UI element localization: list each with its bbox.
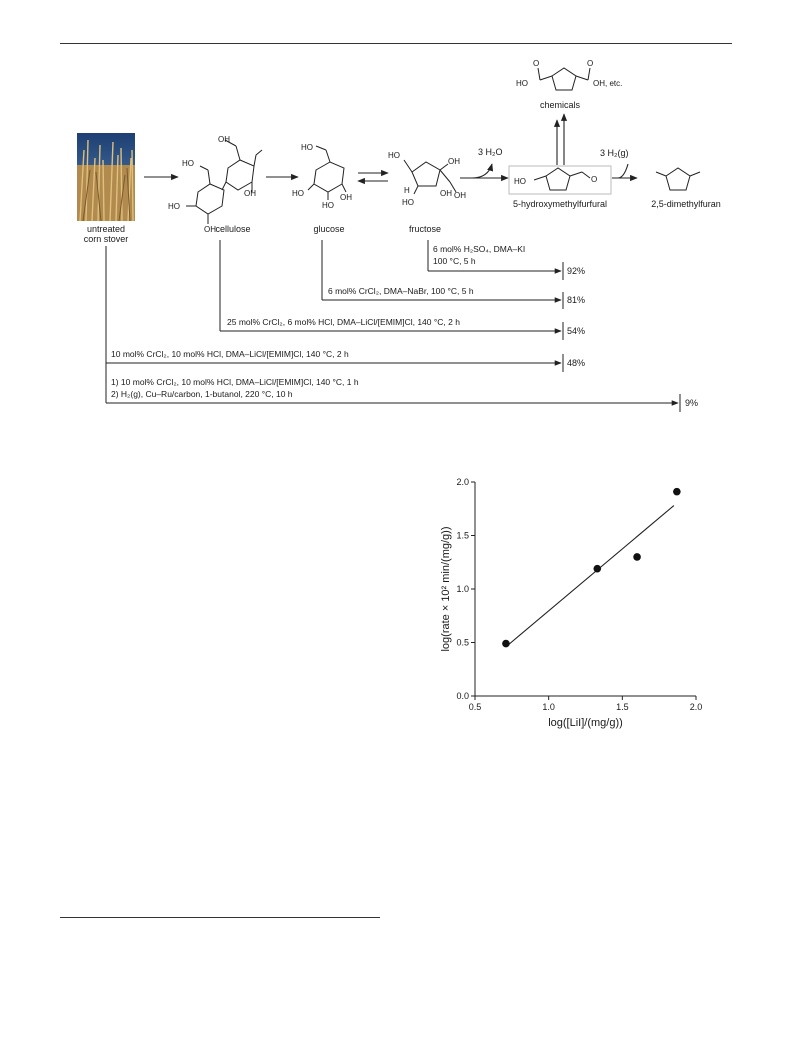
photo-caption-line2: corn stover <box>84 234 129 244</box>
linear-fit-line <box>505 505 675 648</box>
hmf-ho: HO <box>514 177 526 186</box>
yield-1: 92% <box>567 266 585 276</box>
y-tick-label: 1.0 <box>456 584 469 594</box>
x-tick-label: 2.0 <box>690 702 703 712</box>
condition-2-line1: 6 mol% CrCl₂, DMA–NaBr, 100 °C, 5 h <box>328 286 474 296</box>
fructose-ho-top: HO <box>388 151 400 160</box>
x-tick-label: 0.5 <box>469 702 482 712</box>
data-point <box>593 564 602 573</box>
fructose-oh-3: OH <box>454 191 466 200</box>
fructose-ho-bottom: HO <box>402 198 414 207</box>
fdca-o-left: O <box>533 59 539 68</box>
condition-5-line1: 1) 10 mol% CrCl₂, 10 mol% HCl, DMA–LiCl/… <box>111 377 359 387</box>
yield-3: 54% <box>567 326 585 336</box>
y-tick-label: 0.0 <box>456 691 469 701</box>
cellulose-oh-2: OH <box>244 189 256 198</box>
label-hydrogen: 3 H₂(g) <box>600 148 629 158</box>
fructose-oh-1: OH <box>448 157 460 166</box>
plot-axis-frame <box>474 482 696 697</box>
data-point <box>673 487 681 496</box>
route-lines <box>105 240 681 412</box>
yield-5: 9% <box>685 398 698 408</box>
footnote-rule <box>60 917 380 918</box>
y-axis-label: log(rate × 10² min/(mg/g)) <box>440 526 452 651</box>
header-rule <box>60 43 732 44</box>
x-tick-label: 1.0 <box>542 702 555 712</box>
reaction-scheme: untreated corn stover OH OH HO HO OH cel… <box>77 59 721 412</box>
condition-3-line1: 25 mol% CrCl₂, 6 mol% HCl, DMA–LiCl/[EMI… <box>227 317 460 327</box>
label-cellulose: cellulose <box>215 224 250 234</box>
hmf-box <box>508 165 612 195</box>
fructose-oh-2: OH <box>440 189 452 198</box>
cellulose-oh-3: OH <box>204 225 216 234</box>
glucose-ho-left: HO <box>292 189 304 198</box>
label-dmf: 2,5-dimethylfuran <box>651 199 721 209</box>
cellulose-structure <box>186 139 263 224</box>
y-tick-label: 1.5 <box>456 531 469 541</box>
cellulose-ho-2: HO <box>168 202 180 211</box>
glucose-ho-top: HO <box>301 143 313 152</box>
glucose-structure <box>307 145 347 200</box>
label-glucose: glucose <box>313 224 344 234</box>
fdca-ho: HO <box>516 79 528 88</box>
plot-axes <box>474 482 696 697</box>
condition-4-line1: 10 mol% CrCl₂, 10 mol% HCl, DMA–LiCl/[EM… <box>111 349 349 359</box>
condition-1-line2: 100 °C, 5 h <box>433 256 476 266</box>
condition-5-line2: 2) H₂(g), Cu–Ru/carbon, 1-butanol, 220 °… <box>111 389 293 399</box>
hmf-structure <box>533 167 591 191</box>
cellulose-ho-1: HO <box>182 159 194 168</box>
glucose-oh-right: OH <box>340 193 352 202</box>
plot-fit-line <box>505 505 675 648</box>
data-point <box>633 553 641 561</box>
x-tick-label: 1.5 <box>616 702 629 712</box>
fructose-h: H <box>404 186 410 195</box>
hmf-o: O <box>591 175 597 184</box>
fdca-structure <box>537 67 591 91</box>
data-point <box>502 639 510 648</box>
x-axis-label: log([LiI]/(mg/g)) <box>548 717 623 729</box>
yield-4: 48% <box>567 358 585 368</box>
fdca-oh-etc: OH, etc. <box>593 79 622 88</box>
label-hmf: 5-hydroxymethylfurfural <box>513 199 607 209</box>
label-fructose: fructose <box>409 224 441 234</box>
arrow-hydrogen <box>617 163 629 179</box>
y-tick-label: 0.5 <box>456 638 469 648</box>
label-chemicals: chemicals <box>540 100 581 110</box>
fdca-o-right: O <box>587 59 593 68</box>
cellulose-oh-1: OH <box>218 135 230 144</box>
glucose-ho-bottom: HO <box>322 201 334 210</box>
dmf-structure <box>655 167 701 191</box>
photo-caption-line1: untreated <box>87 224 125 234</box>
corn-stover-photo <box>77 133 135 222</box>
fructose-structure <box>403 159 457 195</box>
label-water-loss: 3 H₂O <box>478 147 503 157</box>
yield-2: 81% <box>567 295 585 305</box>
condition-1-line1: 6 mol% H₂SO₄, DMA–KI <box>433 244 525 254</box>
y-tick-label: 2.0 <box>456 477 469 487</box>
plot-points <box>502 487 681 648</box>
